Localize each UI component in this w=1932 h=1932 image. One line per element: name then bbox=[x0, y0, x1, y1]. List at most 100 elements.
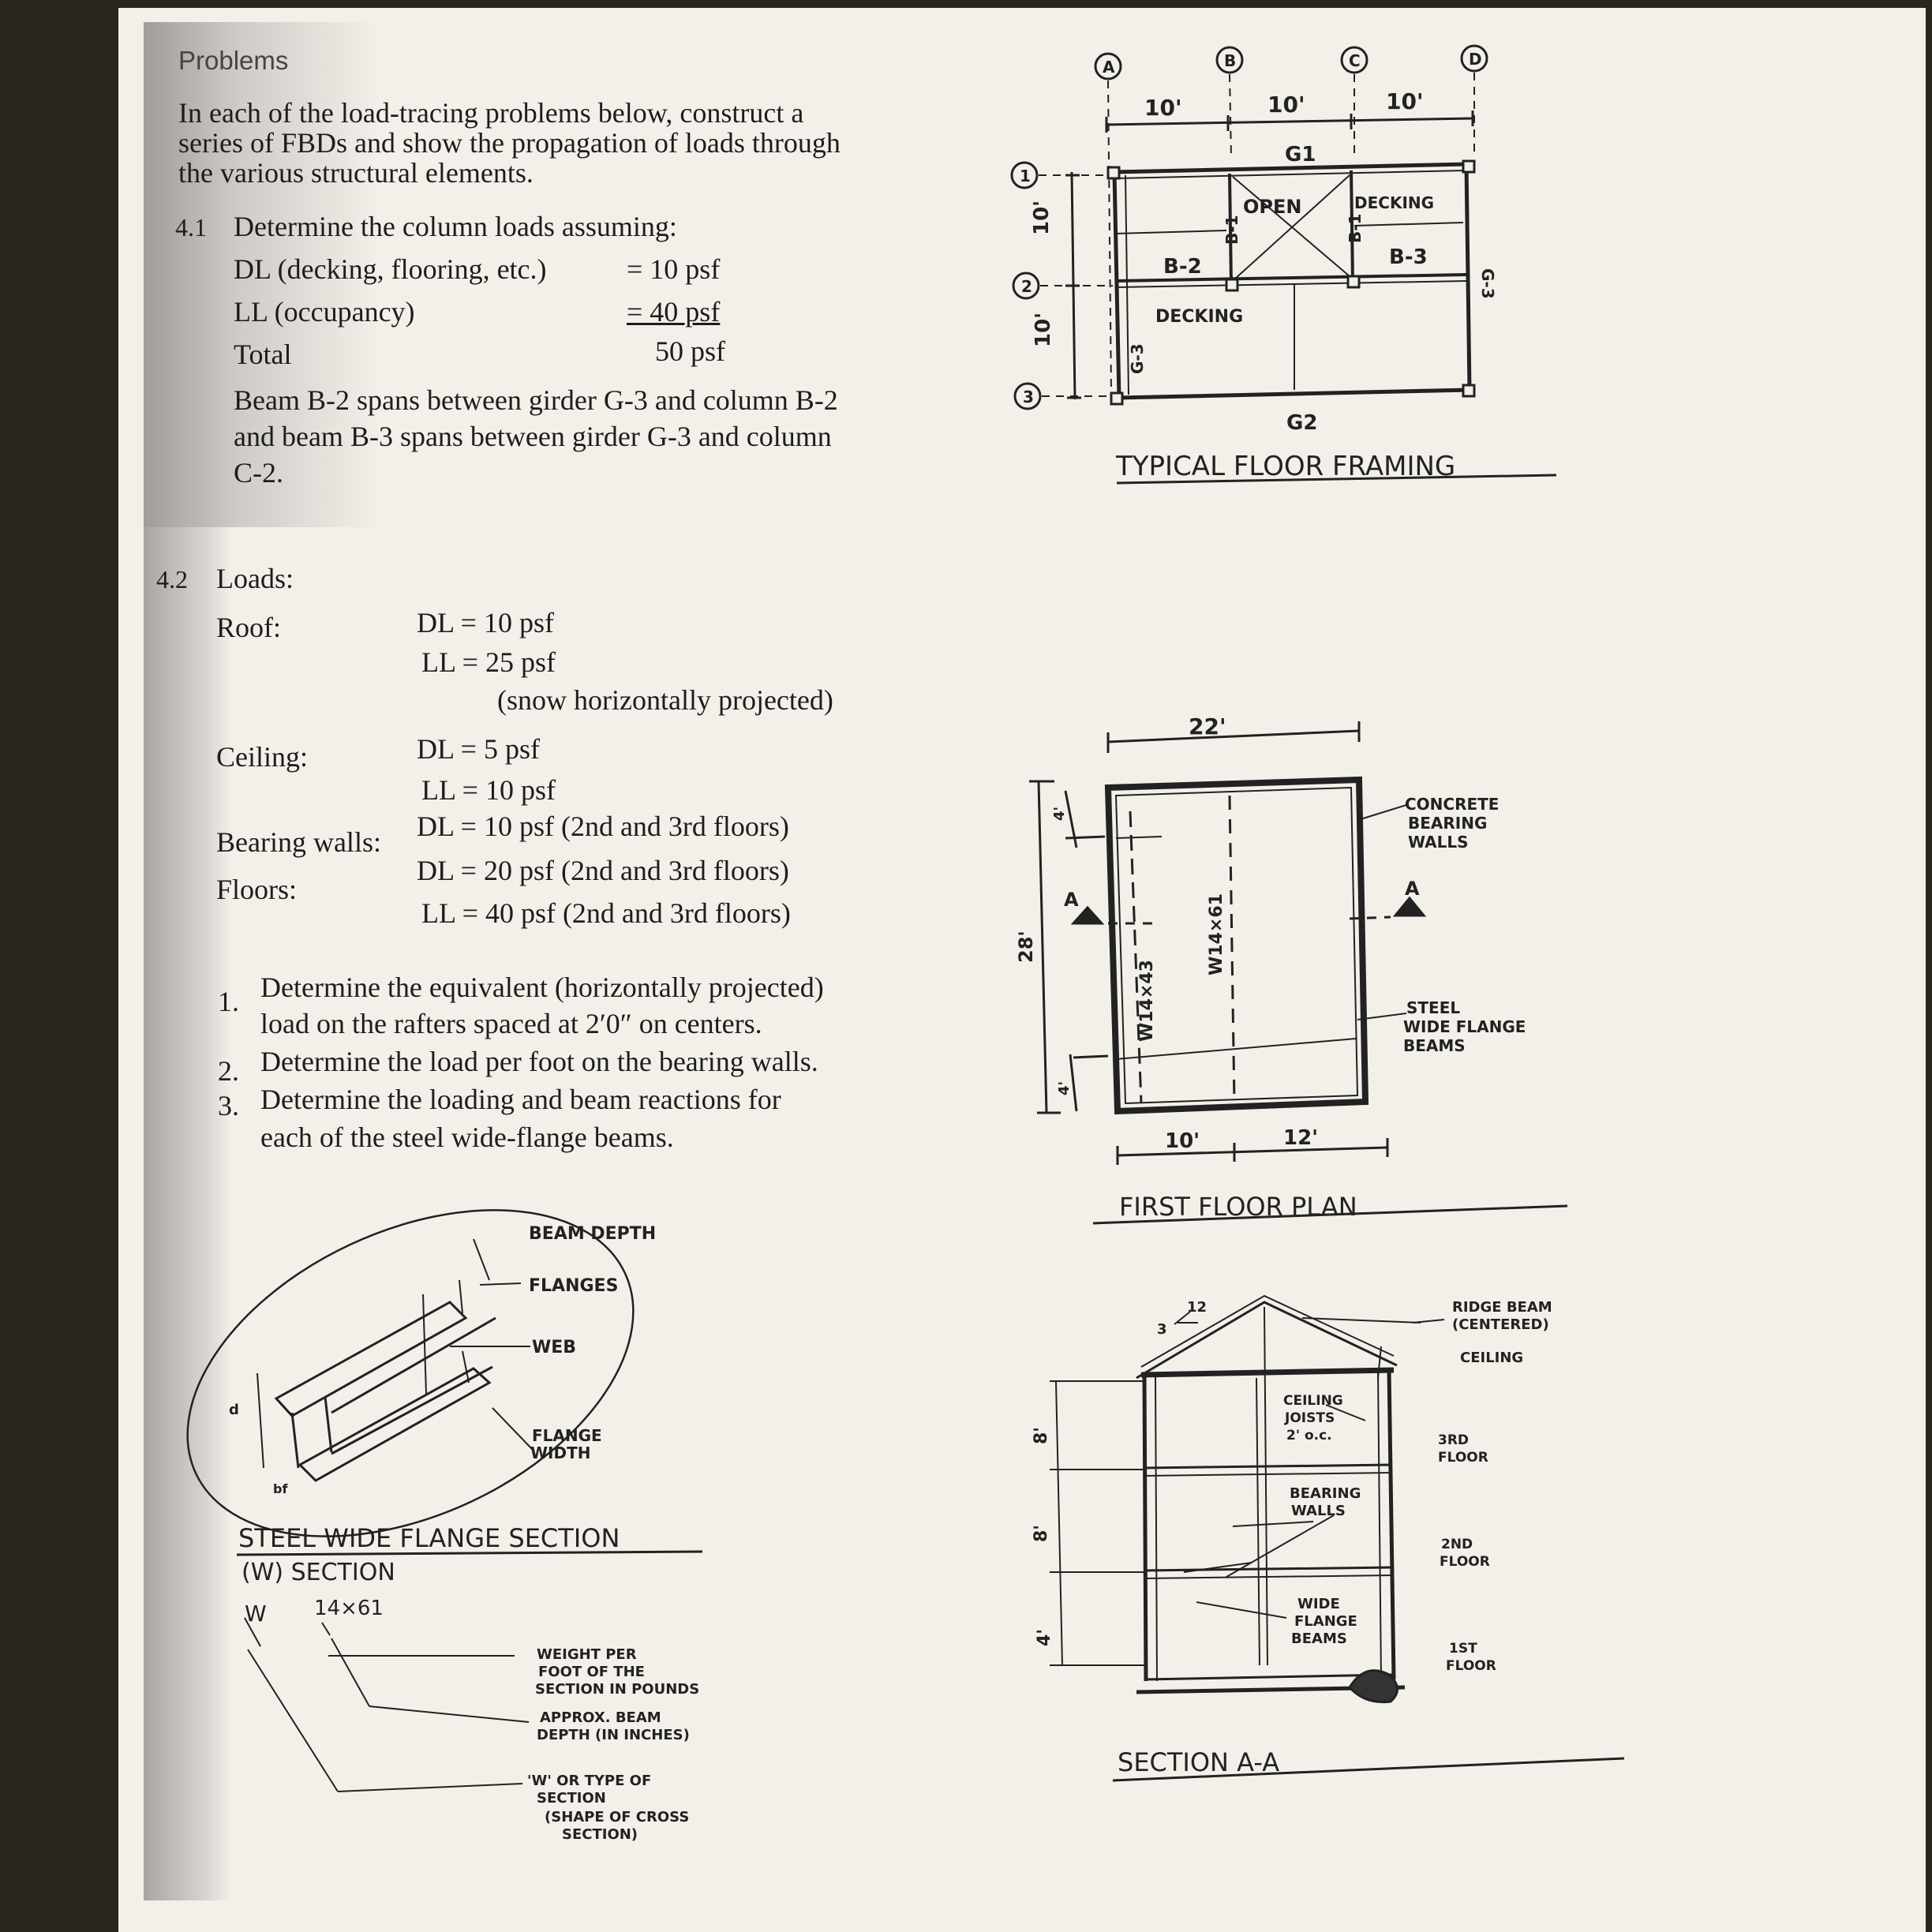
grid-bubble-d bbox=[1460, 44, 1488, 73]
task-3-line-2: each of the steel wide-flange beams. bbox=[260, 1121, 674, 1153]
beam-b1-label-left: B-1 bbox=[1222, 215, 1241, 245]
ridge-label-2: (CENTERED) bbox=[1452, 1316, 1549, 1333]
floor-1st-label-2: FLOOR bbox=[1446, 1658, 1496, 1674]
row-label-3: 3 bbox=[1023, 388, 1034, 406]
note-beams-2: WIDE FLANGE bbox=[1403, 1017, 1526, 1036]
wide-flange-sketch bbox=[186, 1209, 635, 1537]
joists-label-2: JOISTS bbox=[1284, 1410, 1335, 1426]
grid-bubble-c bbox=[1340, 46, 1368, 74]
floor-3rd-label-1: 3RD bbox=[1438, 1432, 1469, 1448]
label-flanges: FLANGES bbox=[529, 1276, 618, 1296]
floors-label: Floors: bbox=[216, 874, 298, 905]
wf-designation-type: W bbox=[245, 1601, 267, 1627]
note-weight-2: FOOT OF THE bbox=[538, 1664, 645, 1680]
wf-designation-size: 14×61 bbox=[314, 1597, 384, 1620]
decking-label-top: DECKING bbox=[1354, 193, 1434, 212]
ridge-label-1: RIDGE BEAM bbox=[1452, 1299, 1552, 1316]
height-2nd: 8' bbox=[1032, 1525, 1051, 1542]
girder-g3-label-right: G-3 bbox=[1478, 268, 1497, 299]
beam-w14x43-label: W14×43 bbox=[1137, 960, 1157, 1042]
row-label-1: 1 bbox=[1020, 167, 1031, 185]
floors-dl: DL = 20 psf (2nd and 3rd floors) bbox=[417, 855, 789, 886]
label-bf: bf bbox=[273, 1481, 288, 1496]
beam-b3-label: B-3 bbox=[1389, 245, 1428, 269]
slope-rise: 3 bbox=[1157, 1321, 1167, 1338]
note-beams-3: BEAMS bbox=[1403, 1036, 1466, 1055]
col-label-d: D bbox=[1469, 50, 1482, 69]
wf-beams-label-3: BEAMS bbox=[1291, 1631, 1347, 1647]
floor-1st-label-1: 1ST bbox=[1449, 1641, 1477, 1657]
note-type-4: SECTION) bbox=[562, 1826, 638, 1843]
col-label-b: B bbox=[1224, 51, 1236, 70]
intro-line-3: the various structural elements. bbox=[178, 157, 534, 189]
framing-span-2: 10' bbox=[1267, 92, 1305, 118]
roof-label: Roof: bbox=[216, 612, 282, 643]
note-depth-2: DEPTH (IN INCHES) bbox=[537, 1727, 690, 1743]
label-d: d bbox=[229, 1402, 239, 1418]
beam-w14x61-label: W14×61 bbox=[1207, 893, 1226, 975]
section-a-a bbox=[1050, 1294, 1445, 1704]
label-flange-width-1: FLANGE bbox=[532, 1426, 602, 1445]
floor-plan-walls bbox=[1104, 776, 1369, 1115]
problem-4-1-number: 4.1 bbox=[175, 213, 207, 242]
note-type-1: 'W' OR TYPE OF bbox=[527, 1773, 651, 1789]
floor-plan-title: FIRST FLOOR PLAN bbox=[1119, 1192, 1357, 1222]
drawings-canvas: A B C D 1 2 3 10' 10' 10' 10' 10' G1 G2 … bbox=[186, 44, 1625, 1843]
girder-g3-label-left: G-3 bbox=[1128, 343, 1147, 374]
load-value-ll: = 40 psf bbox=[627, 296, 721, 328]
roof-dl: DL = 10 psf bbox=[417, 607, 554, 638]
plan-end-dim-top: 4' bbox=[1051, 807, 1068, 821]
note-depth-1: APPROX. BEAM bbox=[540, 1709, 661, 1726]
task-3-line-1: Determine the loading and beam reactions… bbox=[260, 1084, 781, 1115]
joists-label-3: 2' o.c. bbox=[1286, 1428, 1332, 1443]
wf-beams-label-1: WIDE bbox=[1297, 1596, 1340, 1612]
intro-line-1: In each of the load-tracing problems bel… bbox=[178, 97, 804, 129]
problem-4-1-desc-1: Beam B-2 spans between girder G-3 and co… bbox=[234, 384, 838, 416]
document-page: Problems In each of the load-tracing pro… bbox=[118, 8, 1926, 1932]
slope-run: 12 bbox=[1187, 1299, 1207, 1316]
decking-label-bottom: DECKING bbox=[1155, 307, 1243, 327]
wf-beams-label-2: FLANGE bbox=[1294, 1613, 1357, 1630]
load-value-dl: = 10 psf bbox=[627, 253, 721, 285]
load-label-total: Total bbox=[234, 339, 292, 370]
roof-note: (snow horizontally projected) bbox=[497, 684, 833, 716]
girder-g1-label: G1 bbox=[1285, 143, 1316, 167]
grid-bubble-1 bbox=[1010, 161, 1039, 189]
label-beam-depth: BEAM DEPTH bbox=[529, 1224, 656, 1244]
task-3-number: 3. bbox=[218, 1090, 239, 1121]
load-label-ll: LL (occupancy) bbox=[234, 296, 415, 328]
section-mark-left: A bbox=[1064, 889, 1079, 911]
problem-4-2-title: Loads: bbox=[216, 563, 294, 594]
roof-ll: LL = 25 psf bbox=[421, 646, 556, 678]
beam-b2-label: B-2 bbox=[1163, 255, 1202, 279]
beam-b1-label-right: B-1 bbox=[1346, 214, 1365, 243]
plan-bottom-dim-2: 12' bbox=[1283, 1126, 1318, 1150]
wf-section-subtitle: (W) SECTION bbox=[242, 1559, 395, 1586]
bearing-walls-label-2: WALLS bbox=[1291, 1503, 1346, 1519]
note-weight-3: SECTION IN POUNDS bbox=[535, 1681, 699, 1698]
note-walls-3: WALLS bbox=[1408, 833, 1469, 852]
plan-end-dim-bottom: 4' bbox=[1056, 1081, 1073, 1095]
task-1-number: 1. bbox=[218, 986, 239, 1017]
col-label-a: A bbox=[1103, 58, 1115, 77]
grid-bubble-b bbox=[1215, 46, 1244, 74]
task-1-line-1: Determine the equivalent (horizontally p… bbox=[260, 972, 824, 1003]
header-shade bbox=[144, 22, 380, 527]
load-value-total: 50 psf bbox=[655, 335, 725, 367]
framing-title: TYPICAL FLOOR FRAMING bbox=[1115, 451, 1455, 482]
label-web: WEB bbox=[532, 1338, 576, 1357]
note-weight-1: WEIGHT PER bbox=[537, 1646, 637, 1663]
section-aa-title: SECTION A-A bbox=[1118, 1747, 1279, 1777]
task-2-number: 2. bbox=[218, 1055, 239, 1087]
joists-label-1: CEILING bbox=[1283, 1393, 1343, 1409]
plan-width-dim: 22' bbox=[1189, 713, 1226, 739]
framing-row-span-1: 10' bbox=[1030, 200, 1054, 235]
problem-4-1-desc-2: and beam B-3 spans between girder G-3 an… bbox=[234, 421, 832, 452]
note-type-3: (SHAPE OF CROSS bbox=[545, 1809, 689, 1825]
framing-row-span-2: 10' bbox=[1032, 313, 1055, 347]
intro-line-2: series of FBDs and show the propagation … bbox=[178, 127, 841, 159]
first-floor-plan bbox=[1029, 721, 1427, 1165]
ceiling-dl: DL = 5 psf bbox=[417, 733, 540, 765]
grid-bubble-2 bbox=[1012, 271, 1040, 300]
ceiling-ll: LL = 10 psf bbox=[421, 774, 556, 806]
